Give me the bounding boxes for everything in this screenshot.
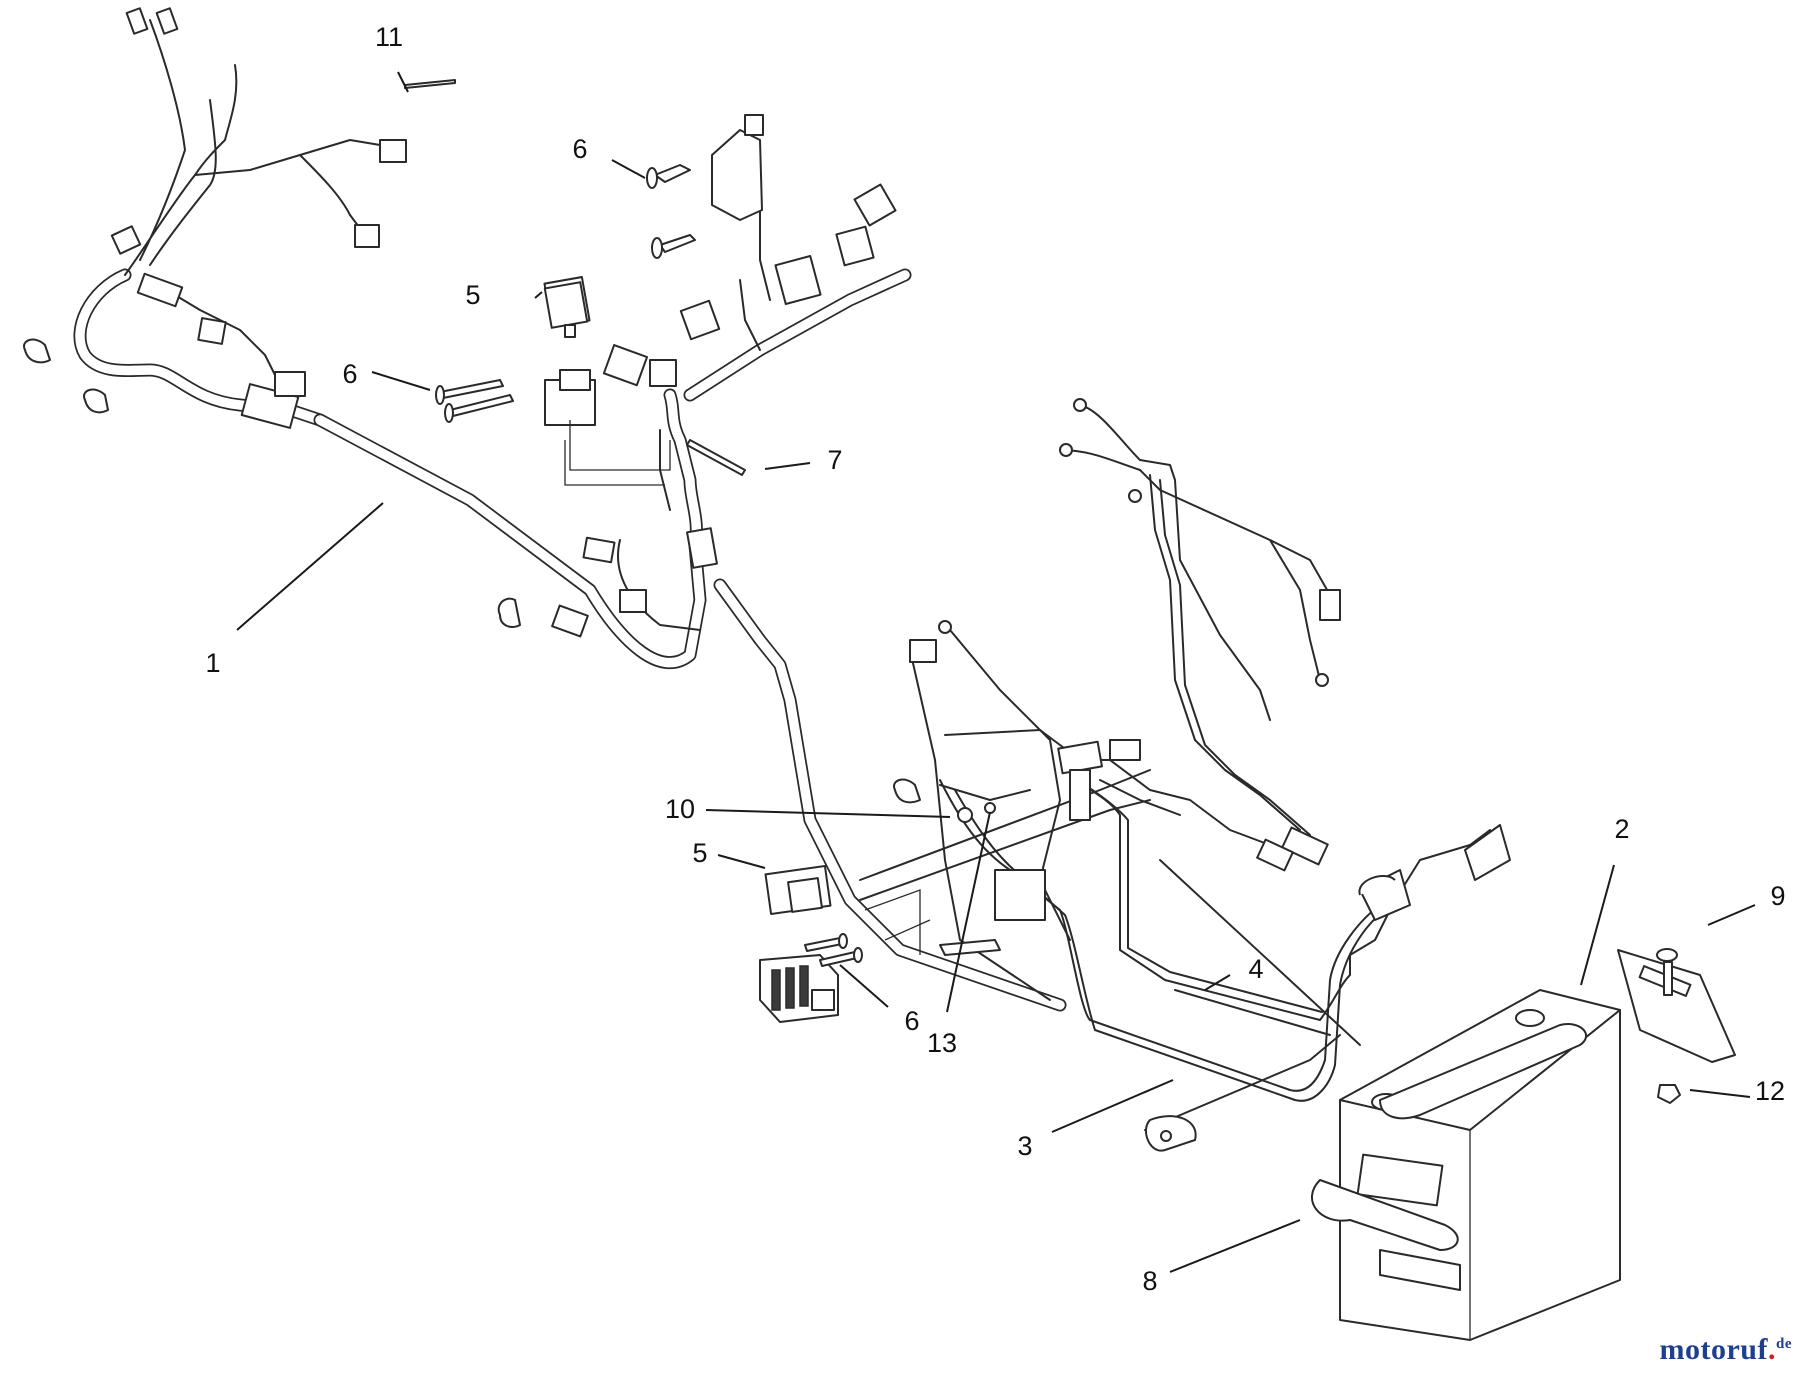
callout-4: 4 bbox=[1248, 954, 1263, 984]
leader-4 bbox=[1204, 974, 1231, 991]
battery-cable-harness bbox=[939, 779, 1491, 1131]
main-harness-connectors bbox=[23, 7, 718, 638]
callout-6c: 6 bbox=[904, 1006, 919, 1036]
upper-right-wires bbox=[938, 398, 1341, 872]
leader-1 bbox=[236, 502, 384, 631]
callout-leaders bbox=[236, 71, 1756, 1273]
fuse-block-lower bbox=[759, 933, 863, 1023]
bracket-with-bolt bbox=[1617, 948, 1736, 1104]
leader-8 bbox=[1169, 1219, 1301, 1273]
leader-2 bbox=[1580, 864, 1615, 986]
callout-13: 13 bbox=[927, 1028, 957, 1058]
leader-5a bbox=[534, 291, 543, 299]
callout-6b: 6 bbox=[342, 359, 357, 389]
callout-1: 1 bbox=[205, 648, 220, 678]
p-clip-lower bbox=[1145, 1115, 1197, 1152]
terminal-boots bbox=[1358, 824, 1511, 921]
main-harness bbox=[73, 19, 1067, 1012]
relay-5-lower bbox=[764, 865, 832, 915]
leader-10 bbox=[705, 809, 951, 818]
callout-3: 3 bbox=[1017, 1131, 1032, 1161]
watermark-name: motoruf bbox=[1659, 1333, 1768, 1366]
callout-5a: 5 bbox=[465, 280, 480, 310]
callout-5b: 5 bbox=[692, 838, 707, 868]
leader-6c bbox=[839, 964, 889, 1008]
callout-7: 7 bbox=[827, 445, 842, 475]
callout-8: 8 bbox=[1142, 1266, 1157, 1296]
battery-hold-down-bar bbox=[1310, 1023, 1588, 1251]
leader-5b bbox=[717, 854, 766, 869]
leader-6b bbox=[371, 371, 431, 391]
leader-7 bbox=[764, 462, 811, 470]
callout-labels: 1 2 3 4 5 5 6 6 6 7 8 9 10 11 12 13 bbox=[205, 22, 1785, 1296]
leader-13 bbox=[946, 811, 991, 1013]
middle-wires bbox=[859, 629, 1151, 1001]
watermark-logo: motoruf.de bbox=[1660, 1333, 1792, 1367]
leader-12 bbox=[1689, 1089, 1751, 1098]
screws-upper bbox=[404, 79, 746, 476]
watermark-tld: de bbox=[1776, 1336, 1792, 1352]
callout-6a: 6 bbox=[572, 134, 587, 164]
relay-cluster-upper bbox=[543, 114, 897, 486]
watermark-dot: . bbox=[1768, 1333, 1776, 1366]
callout-2: 2 bbox=[1614, 814, 1629, 844]
leader-6a bbox=[611, 159, 646, 179]
relay-5-upper bbox=[543, 281, 589, 338]
callout-11: 11 bbox=[375, 22, 403, 52]
leader-11 bbox=[397, 71, 409, 93]
callout-9: 9 bbox=[1770, 881, 1785, 911]
callout-10: 10 bbox=[665, 794, 695, 824]
leader-3 bbox=[1051, 1079, 1174, 1133]
callout-12: 12 bbox=[1755, 1076, 1785, 1106]
leader-9 bbox=[1707, 904, 1756, 926]
